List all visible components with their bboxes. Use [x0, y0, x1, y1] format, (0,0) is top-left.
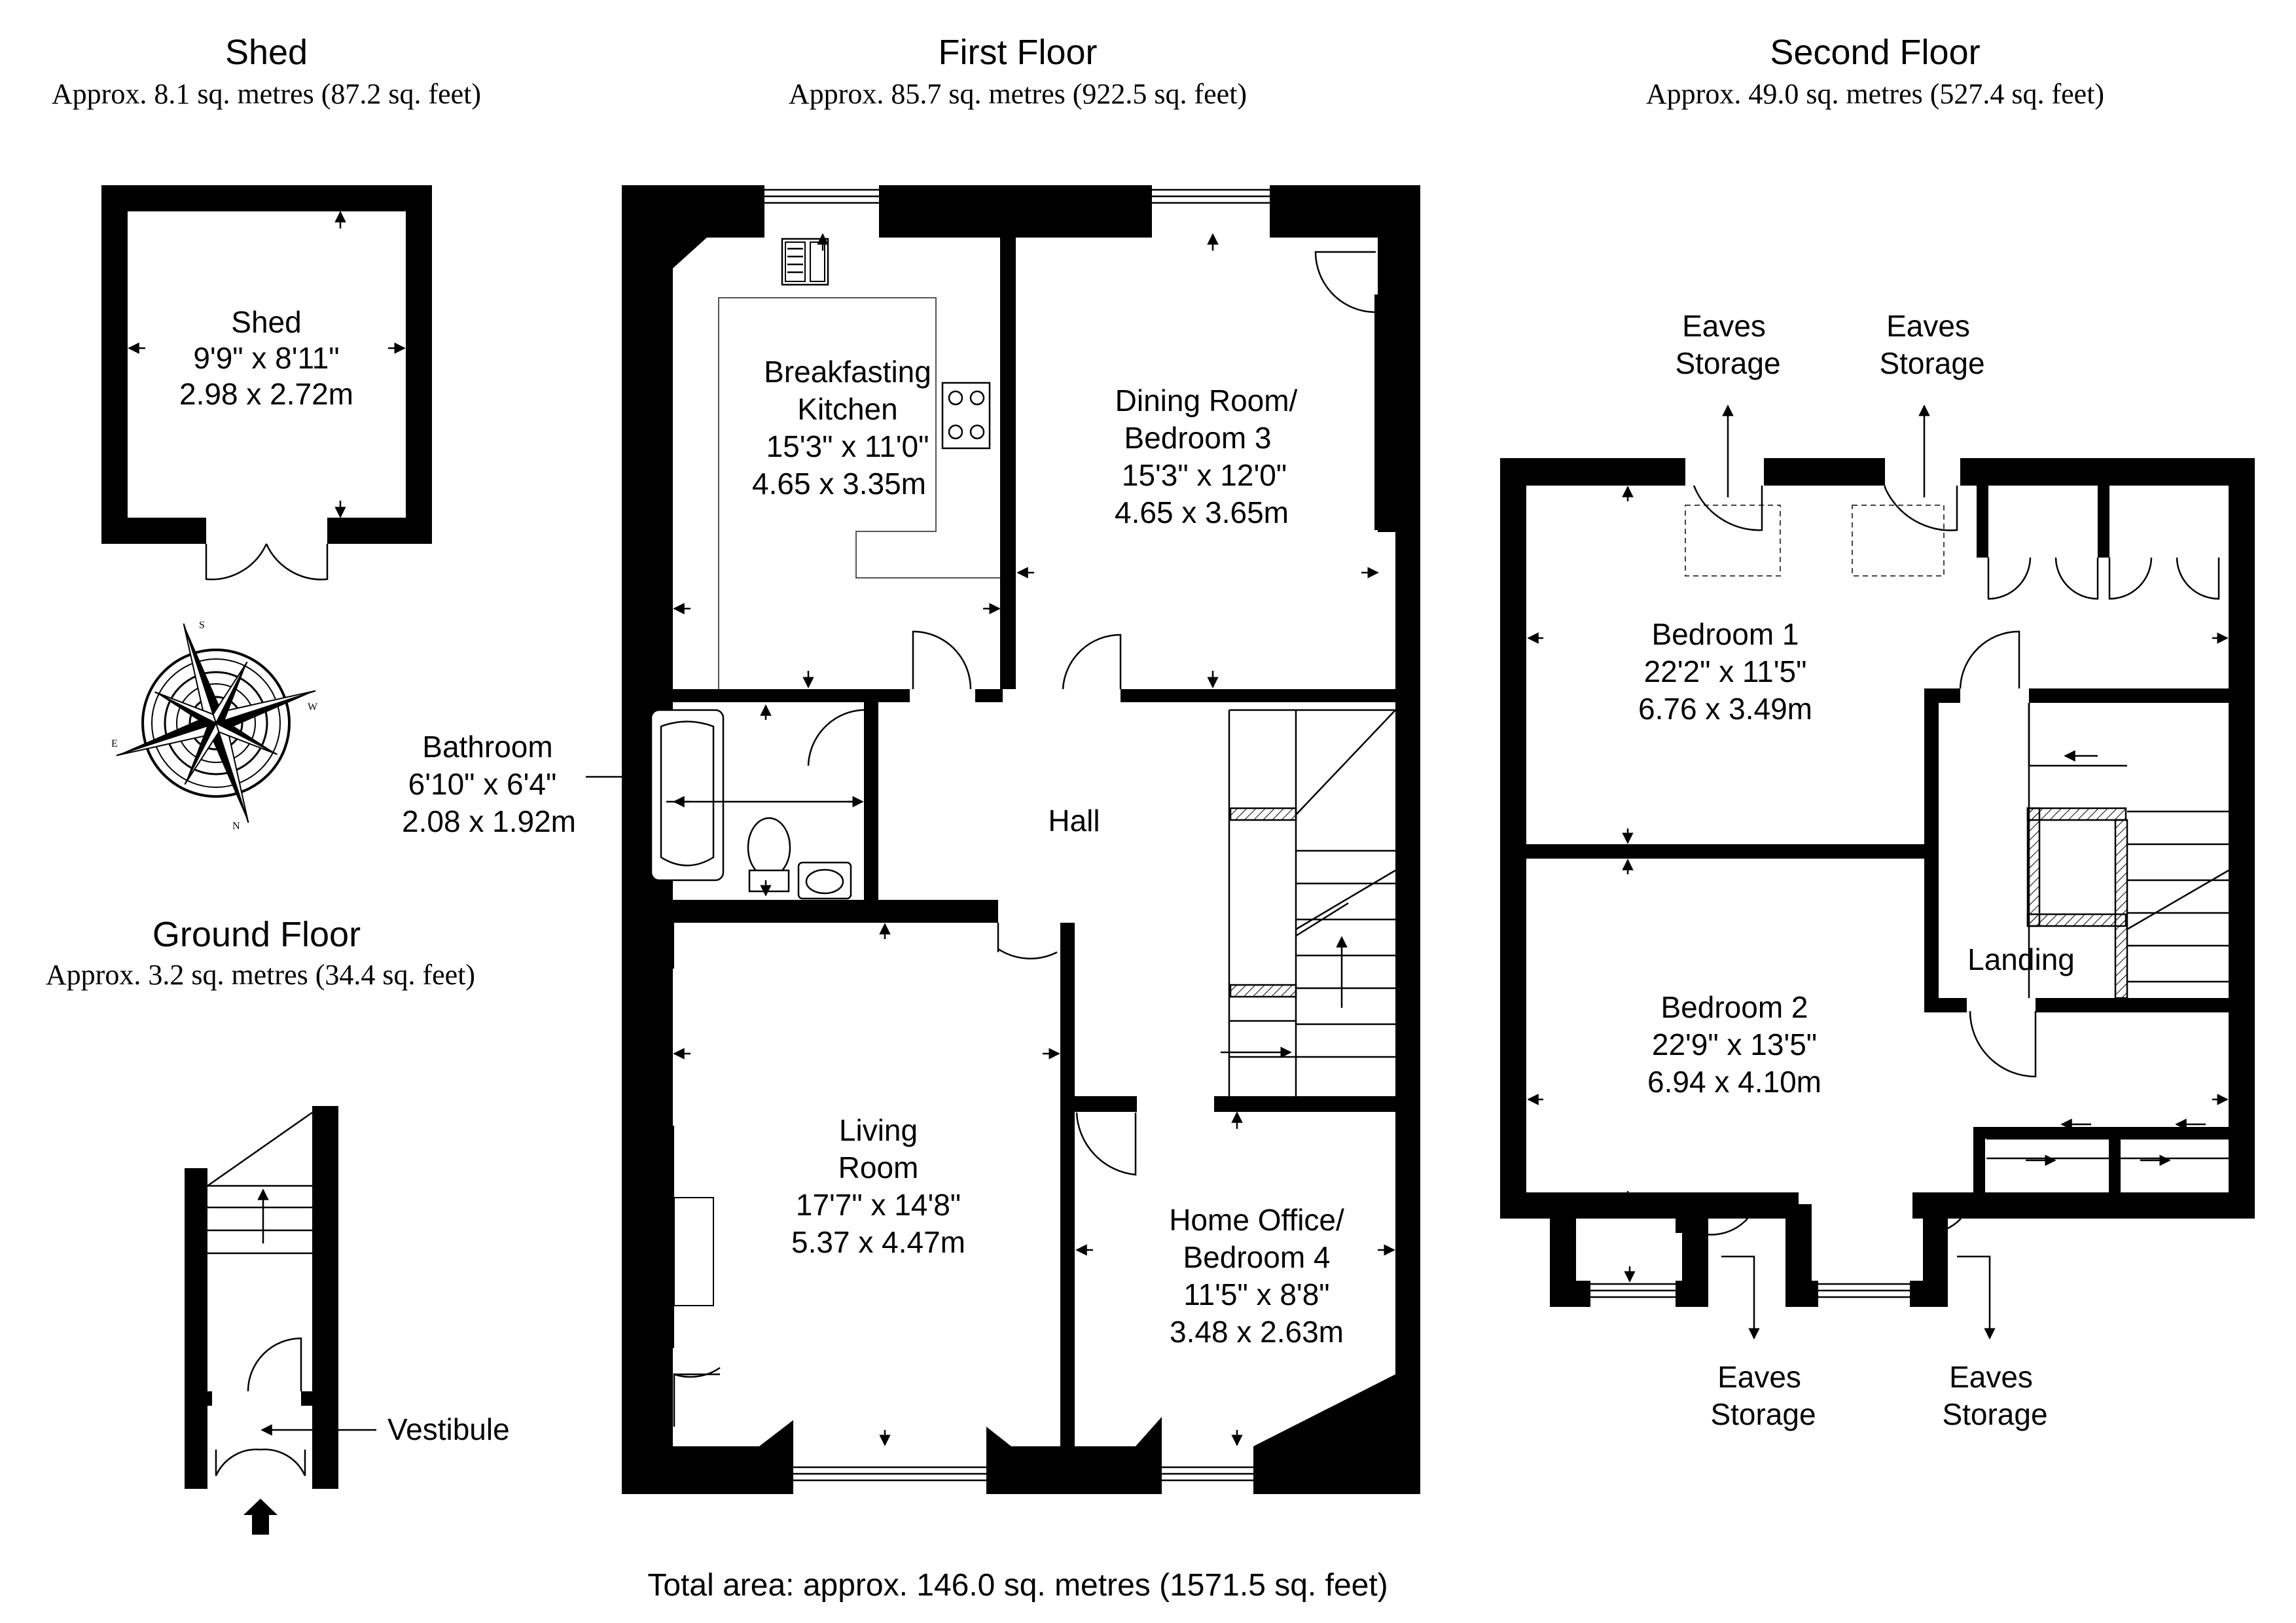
shed-heading: Shed Approx. 8.1 sq. metres (87.2 sq. fe… [52, 33, 481, 110]
shed-room-label: Shed 9'9" x 8'11" 2.98 x 2.72m [179, 305, 353, 411]
dining-imperial: 15'3" x 12'0" [1122, 458, 1287, 492]
ground-floor-area: Approx. 3.2 sq. metres (34.4 sq. feet) [46, 959, 475, 991]
bedroom2-name: Bedroom 2 [1660, 990, 1808, 1024]
compass-label-n: N [232, 821, 240, 832]
ground-floor-heading: Ground Floor Approx. 3.2 sq. metres (34.… [46, 915, 475, 991]
bedroom1-metric: 6.76 x 3.49m [1638, 692, 1812, 726]
eaves-storage-label-top-right: Eaves Storage [1879, 309, 1984, 380]
eaves-storage-label-bottom-right: Eaves Storage [1942, 1360, 2047, 1431]
total-area: Total area: approx. 146.0 sq. metres (15… [647, 1568, 1388, 1603]
kitchen-label: Breakfasting Kitchen 15'3" x 11'0" 4.65 … [752, 355, 931, 501]
office-imperial: 11'5" x 8'8" [1183, 1277, 1329, 1311]
living-label: Living Room 17'7" x 14'8" 5.37 x 4.47m [791, 1113, 965, 1259]
office-label: Home Office/ Bedroom 4 11'5" x 8'8" 3.48… [1169, 1203, 1344, 1349]
living-name-1: Living [839, 1113, 918, 1147]
second-floor-heading: Second Floor Approx. 49.0 sq. metres (52… [1646, 33, 2104, 110]
kitchen-imperial: 15'3" x 11'0" [766, 429, 929, 463]
first-floor-area: Approx. 85.7 sq. metres (922.5 sq. feet) [789, 78, 1247, 110]
dining-name-2: Bedroom 3 [1124, 421, 1271, 455]
office-name-2: Bedroom 4 [1183, 1240, 1330, 1274]
eaves-line2: Storage [1879, 346, 1984, 380]
dining-label: Dining Room/ Bedroom 3 15'3" x 12'0" 4.6… [1115, 383, 1298, 529]
second-floor-title: Second Floor [1770, 33, 1980, 72]
first-floor-plan: Breakfasting Kitchen 15'3" x 11'0" 4.65 … [402, 185, 1420, 1494]
bedroom2-label: Bedroom 2 22'9" x 13'5" 6.94 x 4.10m [1647, 990, 1821, 1099]
shed-plan: Shed 9'9" x 8'11" 2.98 x 2.72m [101, 185, 432, 580]
compass-rose: S N E W [111, 620, 318, 832]
bedroom1-name: Bedroom 1 [1651, 617, 1799, 651]
compass-label-s: S [199, 620, 205, 631]
compass-label-e: E [111, 738, 118, 749]
bedroom2-imperial: 22'9" x 13'5" [1652, 1027, 1817, 1061]
eaves-line1: Eaves [1886, 309, 1970, 343]
bathroom-imperial: 6'10" x 6'4" [408, 767, 557, 801]
dining-name-1: Dining Room/ [1115, 383, 1298, 418]
eaves-line1: Eaves [1682, 309, 1766, 343]
shed-room-metric: 2.98 x 2.72m [179, 377, 353, 411]
eaves-line2: Storage [1942, 1397, 2047, 1431]
eaves-line2: Storage [1710, 1397, 1816, 1431]
bathroom-metric: 2.08 x 1.92m [402, 804, 576, 838]
eaves-line1: Eaves [1717, 1360, 1801, 1394]
eaves-line2: Storage [1675, 346, 1780, 380]
office-metric: 3.48 x 2.63m [1170, 1315, 1344, 1349]
first-floor-heading: First Floor Approx. 85.7 sq. metres (922… [789, 33, 1247, 110]
hall-label: Hall [1048, 804, 1100, 838]
dining-metric: 4.65 x 3.65m [1115, 495, 1289, 529]
bathroom-label: Bathroom 6'10" x 6'4" 2.08 x 1.92m [402, 730, 576, 838]
shed-room-name: Shed [231, 305, 301, 339]
eaves-line1: Eaves [1949, 1360, 2033, 1394]
shed-area: Approx. 8.1 sq. metres (87.2 sq. feet) [52, 78, 481, 110]
office-name-1: Home Office/ [1169, 1203, 1344, 1237]
shed-room-imperial: 9'9" x 8'11" [193, 341, 339, 375]
shed-title: Shed [225, 33, 308, 72]
bedroom1-imperial: 22'2" x 11'5" [1644, 654, 1807, 688]
kitchen-metric: 4.65 x 3.35m [752, 467, 926, 501]
ground-floor-title: Ground Floor [152, 915, 361, 954]
bedroom1-label: Bedroom 1 22'2" x 11'5" 6.76 x 3.49m [1638, 617, 1812, 726]
bathroom-name: Bathroom [422, 730, 552, 764]
bedroom2-metric: 6.94 x 4.10m [1647, 1065, 1821, 1099]
living-metric: 5.37 x 4.47m [791, 1225, 965, 1259]
eaves-storage-label-bottom-left: Eaves Storage [1710, 1360, 1816, 1431]
kitchen-name-1: Breakfasting [764, 355, 931, 389]
kitchen-name-2: Kitchen [797, 392, 897, 426]
living-name-2: Room [838, 1150, 919, 1185]
compass-label-w: W [308, 702, 318, 713]
second-floor-plan: Eaves Storage Eaves Storage Eaves Storag… [1500, 309, 2255, 1431]
vestibule-label: Vestibule [387, 1412, 510, 1446]
eaves-storage-label-top-left: Eaves Storage [1675, 309, 1780, 380]
first-floor-title: First Floor [939, 33, 1098, 72]
second-floor-area: Approx. 49.0 sq. metres (527.4 sq. feet) [1646, 78, 2104, 110]
landing-label: Landing [1967, 942, 2075, 976]
ground-floor-plan: Vestibule [185, 1106, 510, 1535]
living-imperial: 17'7" x 14'8" [796, 1188, 961, 1222]
